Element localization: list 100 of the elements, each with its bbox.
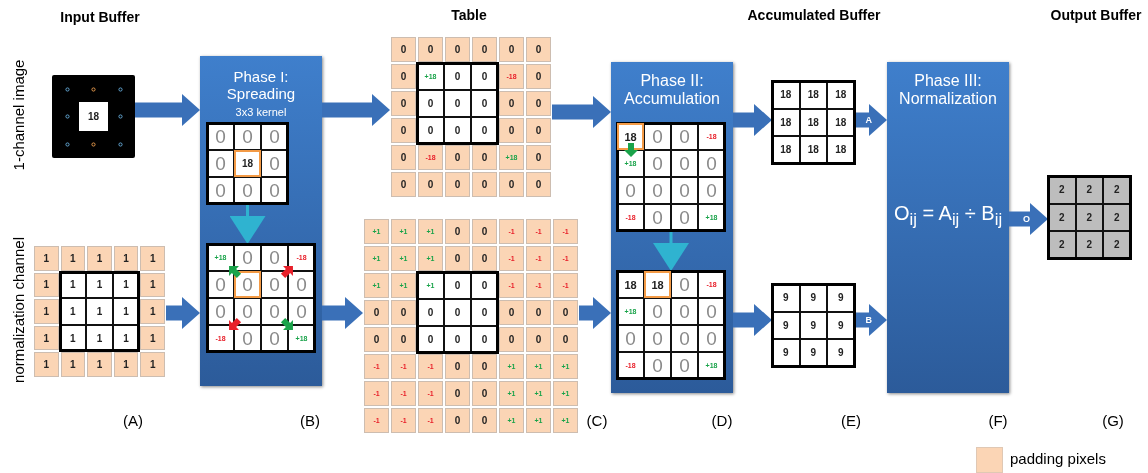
table-cell: 0 xyxy=(444,218,471,245)
table-cell: 0 xyxy=(644,204,671,231)
table-cell: 0 xyxy=(552,326,579,353)
table-cell: 0 xyxy=(644,123,671,150)
table-cell: 0 xyxy=(471,299,498,326)
table-cell: 0 xyxy=(498,299,525,326)
table-cell: 0 xyxy=(525,299,552,326)
arrow xyxy=(322,94,390,126)
row-heading: 1-channel image xyxy=(9,59,27,171)
table-cell: 1 xyxy=(86,245,113,272)
table-cell: 1 xyxy=(86,298,113,325)
table-cell: 0 xyxy=(444,299,471,326)
table-cell: 0 xyxy=(390,36,417,63)
table-cell: 1 xyxy=(33,298,60,325)
arrow xyxy=(733,304,772,336)
table-cell: 0 xyxy=(698,150,725,177)
table-cell: 0 xyxy=(444,380,471,407)
table-cell: 0 xyxy=(498,326,525,353)
panel-letter: (D) xyxy=(711,411,733,429)
arrow xyxy=(579,297,611,329)
phase-panel xyxy=(887,62,1009,393)
table-cell: 0 xyxy=(288,271,315,298)
column-heading: Output Buffer xyxy=(1050,7,1142,23)
table-cell: 0 xyxy=(698,298,725,325)
table-cell: 0 xyxy=(390,326,417,353)
table-cell: 0 xyxy=(498,90,525,117)
table-cell: 0 xyxy=(671,177,698,204)
table-cell: 0 xyxy=(525,144,552,171)
table-cell: 0 xyxy=(234,298,261,325)
phase-panel xyxy=(200,56,322,386)
table-cell: 0 xyxy=(390,144,417,171)
formula: O$_{ij}$ = A$_{ij}$ ÷ B$_{ij}$ xyxy=(892,202,1004,230)
table-cell: 0 xyxy=(261,271,288,298)
arrow xyxy=(135,94,200,126)
table-cell: 0 xyxy=(444,272,471,299)
arrow xyxy=(322,297,363,329)
table-cell: 0 xyxy=(390,117,417,144)
panel-letter: (C) xyxy=(586,411,608,429)
pixel-grid xyxy=(1048,176,1131,259)
table-cell: 0 xyxy=(390,63,417,90)
table-cell: 0 xyxy=(617,177,644,204)
panel-letter: (E) xyxy=(841,411,861,429)
table-cell: 1 xyxy=(59,245,87,272)
table-cell: 0 xyxy=(471,171,498,198)
arrow xyxy=(653,231,689,271)
pixel-grid xyxy=(33,245,166,378)
table-cell: 0 xyxy=(444,245,471,272)
table-cell: 0 xyxy=(552,299,579,326)
table-cell: 0 xyxy=(671,298,698,325)
table-cell: 0 xyxy=(471,90,498,117)
pixel-grid xyxy=(772,284,855,367)
table-cell: 1 xyxy=(33,351,60,378)
table-cell: 0 xyxy=(671,123,698,150)
phase-panel xyxy=(611,62,733,393)
input-image xyxy=(52,75,135,158)
pixel-grid xyxy=(617,271,725,379)
table-cell: 1 xyxy=(86,351,113,378)
table-cell: 0 xyxy=(234,177,261,204)
pixel-grid xyxy=(390,36,552,198)
table-cell: 0 xyxy=(444,171,471,198)
table-cell: 0 xyxy=(525,117,552,144)
arrow xyxy=(552,96,611,128)
table-cell: 0 xyxy=(417,299,444,326)
table-cell: 0 xyxy=(671,271,698,298)
table-cell: 0 xyxy=(671,204,698,231)
table-cell: 0 xyxy=(207,271,234,298)
table-cell: 0 xyxy=(417,36,444,63)
table-cell: 0 xyxy=(390,171,417,198)
table-cell: 0 xyxy=(444,353,471,380)
table-cell: 0 xyxy=(363,326,390,353)
arrow xyxy=(1009,203,1048,235)
table-cell: 0 xyxy=(525,171,552,198)
column-heading: Table xyxy=(451,7,487,23)
pixel-grid xyxy=(207,244,315,352)
table-cell: 0 xyxy=(671,150,698,177)
arrow xyxy=(166,297,200,329)
table-cell: 1 xyxy=(33,245,60,272)
table-cell: 0 xyxy=(471,144,498,171)
table-cell: 0 xyxy=(390,90,417,117)
phase-title: Phase I: Spreading xyxy=(225,68,297,103)
panel-letter: (B) xyxy=(300,411,320,429)
panel-letter: (F) xyxy=(988,411,1008,429)
table-cell: 1 xyxy=(139,298,166,325)
table-cell: 0 xyxy=(444,63,471,90)
arrow xyxy=(854,304,887,336)
arrow xyxy=(733,104,772,136)
table-cell: 0 xyxy=(644,150,671,177)
table-cell: 0 xyxy=(444,36,471,63)
pixel-grid xyxy=(617,123,725,231)
table-cell: 0 xyxy=(644,298,671,325)
table-cell: 0 xyxy=(207,150,234,177)
pixel-grid xyxy=(207,123,288,204)
table-cell: 1 xyxy=(139,351,166,378)
phase-title: Phase III: Normalization xyxy=(898,72,998,109)
column-heading: Input Buffer xyxy=(60,9,140,25)
table-cell: 0 xyxy=(498,36,525,63)
table-cell: 1 xyxy=(112,245,140,272)
table-cell: 0 xyxy=(698,177,725,204)
table-cell: 0 xyxy=(525,90,552,117)
table-cell: 0 xyxy=(471,245,498,272)
